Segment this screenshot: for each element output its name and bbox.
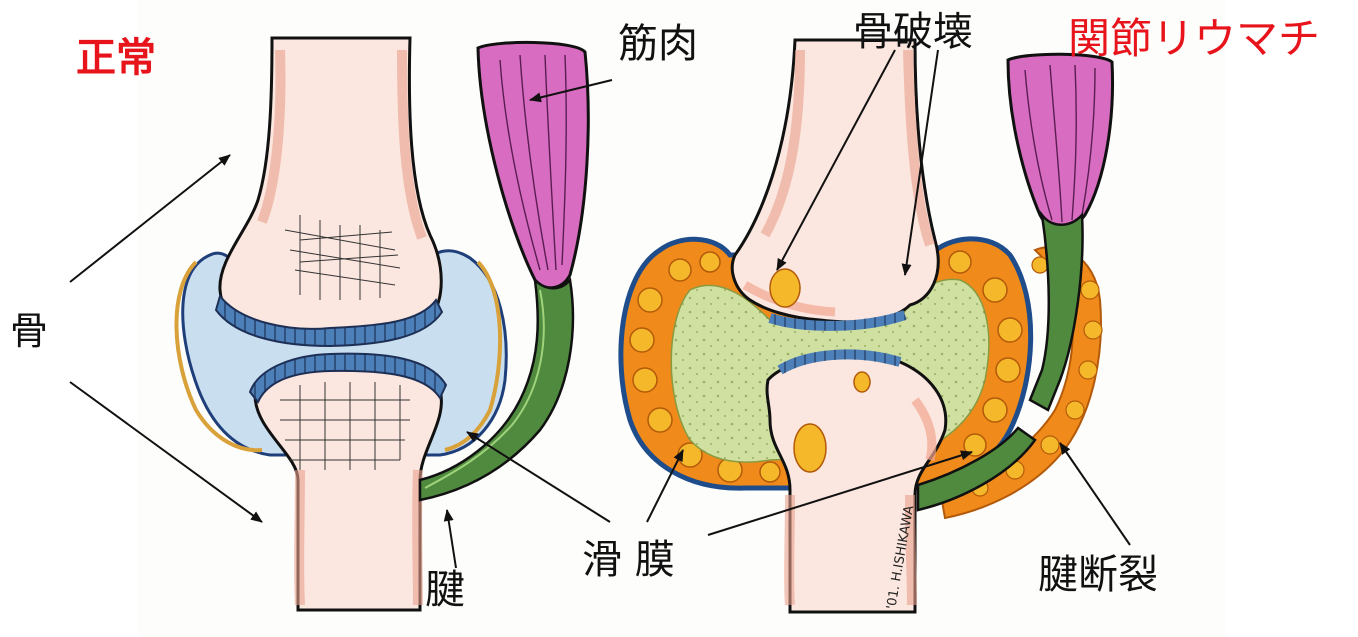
label-tendon-rupture: 腱断裂 (1038, 555, 1158, 595)
ra-tibia-erosion (794, 424, 826, 472)
ra-tibia-erosion-small (854, 372, 870, 392)
label-bone-destruction: 骨破壊 (853, 12, 973, 52)
label-bone: 骨 (10, 312, 48, 350)
label-muscle: 筋肉 (618, 24, 698, 64)
title-rheumatoid-arthritis: 関節リウマチ (1068, 18, 1320, 60)
ra-femur-erosion (770, 269, 800, 307)
title-normal: 正常 (76, 38, 156, 78)
label-synovium: 滑 膜 (582, 540, 675, 580)
label-tendon: 腱 (425, 570, 465, 610)
